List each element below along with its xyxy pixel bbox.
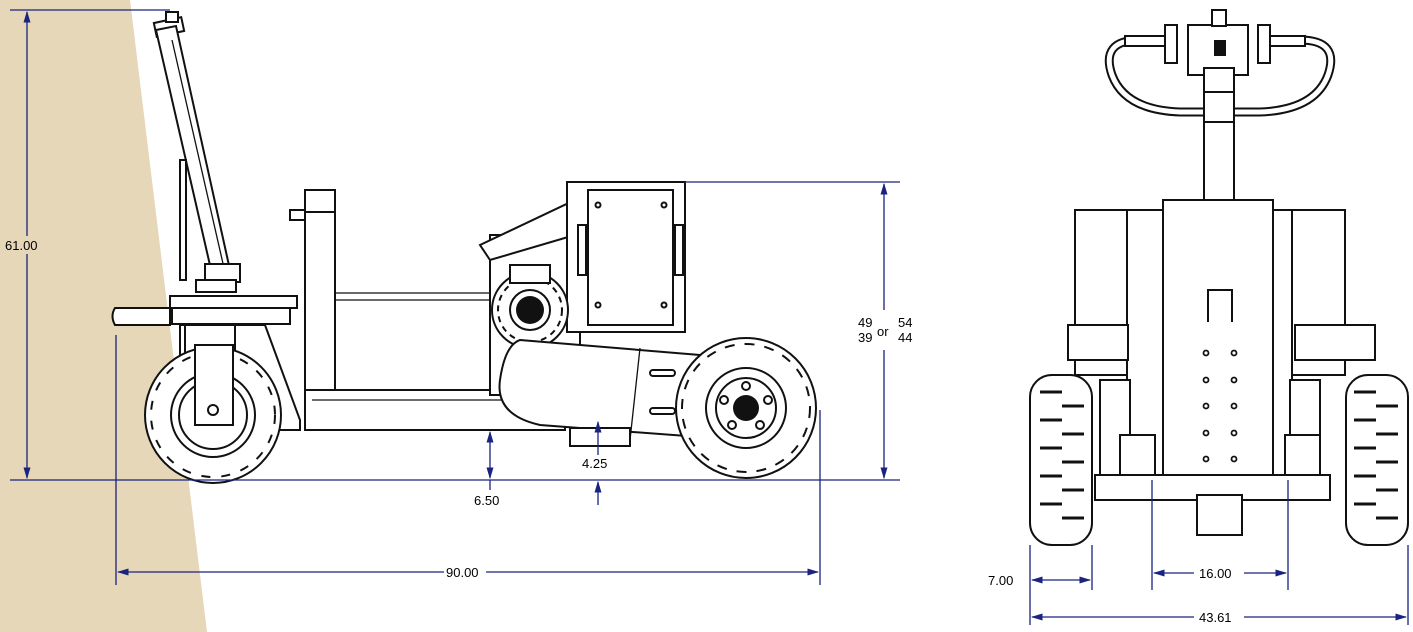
dim-label-deck-a-bottom: 39 [858,330,872,345]
dimension-length-total: 90.00 [115,335,821,585]
battery-box [566,181,686,333]
dim-label-length-total: 90.00 [446,565,479,580]
dim-label-deck-joiner: or [877,324,889,339]
rear-body [1067,199,1376,536]
dim-label-height-total: 61.00 [5,238,38,253]
dim-label-tire-width: 7.00 [988,573,1013,588]
dimension-ground-clearance: 6.50 [474,430,499,508]
drive-motor [491,264,569,349]
side-view: 61.00 90.00 6.50 4.25 49 39 [2,9,912,585]
front-wheel [144,344,282,484]
rear-left-tire [1029,374,1093,546]
dim-label-frame-clearance: 4.25 [582,456,607,471]
dim-label-inner-spacing: 16.00 [1199,566,1232,581]
dim-label-deck-b-bottom: 44 [898,330,912,345]
tiller-handle [152,11,241,293]
rear-right-tire [1345,374,1409,546]
dimension-inner-spacing: 16.00 [1152,565,1288,581]
dim-label-deck-b-top: 54 [898,315,912,330]
dimension-deck-height: 49 39 or 54 44 [685,181,912,480]
dimension-overall-width: 43.61 [1030,609,1408,625]
dimension-height-total: 61.00 [2,9,170,480]
dim-label-overall-width: 43.61 [1199,610,1232,625]
wall-background [0,0,207,632]
drive-wheel [675,337,817,479]
dim-label-deck-a-top: 49 [858,315,872,330]
rear-view: 7.00 16.00 43.61 [988,9,1409,625]
dimension-tire-width: 7.00 [988,573,1092,588]
dim-label-ground-clearance: 6.50 [474,493,499,508]
dimension-frame-clearance: 4.25 [582,420,607,505]
rear-handle [1104,9,1336,201]
